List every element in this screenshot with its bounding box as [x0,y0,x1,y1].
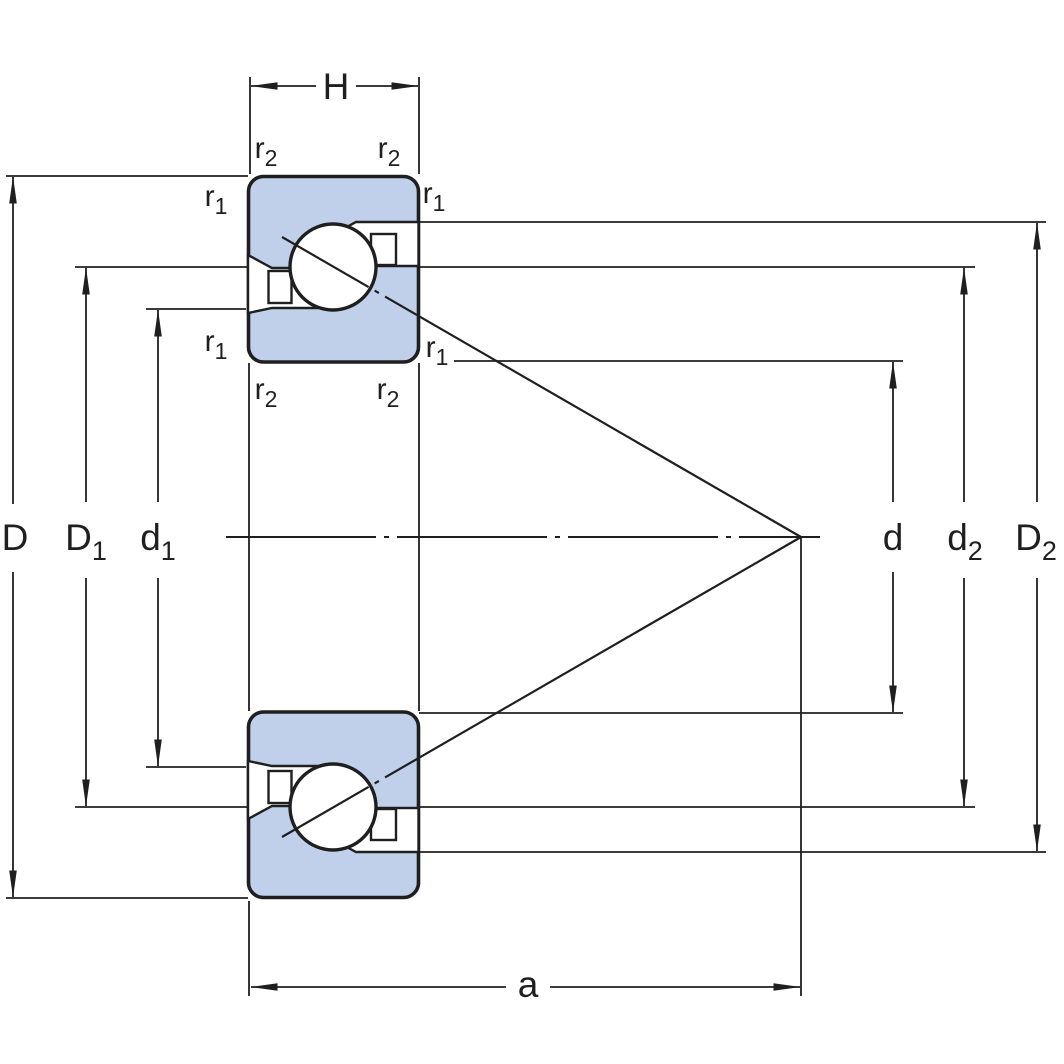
label-D1: D1 [65,517,107,566]
contact-angle-line-upper [281,236,802,538]
label-r1-ur-sub: 1 [433,190,446,216]
bearing-section-upper [246,174,421,364]
label-r2-tr-main: r [378,132,388,165]
label-r2-bottom-left: r2 [255,373,278,412]
label-d2-main: d [947,517,968,558]
label-D-text: D [2,517,29,558]
label-r1-ur-main: r [423,177,433,210]
label-d2-sub: 2 [968,536,983,566]
label-r2-top-left: r2 [255,132,278,171]
label-r1-ul-main: r [205,180,215,213]
label-D2: D2 [1015,517,1057,566]
label-a-text: a [518,964,539,1005]
label-r2-bottom-right: r2 [377,373,400,412]
label-r1-lower-right: r1 [426,331,449,370]
label-H: H [323,66,350,107]
cage-section-upper-left [267,269,293,305]
label-D: D [2,517,29,558]
dimension-labels: H D D1 d1 d d2 D2 a r1 r1 r1 r1 r2 r2 r2… [2,66,1057,1005]
bearing-section-lower [246,710,421,900]
label-r2-br-sub: 2 [387,386,400,412]
label-r2-br-main: r [377,373,387,406]
label-r1-ll-sub: 1 [215,338,228,364]
label-a: a [518,964,539,1005]
label-D2-sub: 2 [1042,536,1057,566]
label-r1-lower-left: r1 [205,325,228,364]
label-r1-ul-sub: 1 [215,193,228,219]
label-d2: d2 [947,517,983,566]
label-d: d [883,517,904,558]
cage-section-lower-left [267,769,293,805]
label-D1-sub: 1 [92,536,107,566]
label-d-text: d [883,517,904,558]
label-r2-bl-main: r [255,373,265,406]
label-d1-main: d [140,517,161,558]
label-d1-sub: 1 [161,536,176,566]
contact-angle-line-lower [281,536,802,838]
label-r2-tr-sub: 2 [388,145,401,171]
label-r2-tl-main: r [255,132,265,165]
label-r1-upper-right: r1 [423,177,446,216]
label-r1-lr-main: r [426,331,436,364]
label-D2-main: D [1015,517,1042,558]
dimension-lines [9,82,1041,991]
label-r1-upper-left: r1 [205,180,228,219]
label-d1: d1 [140,517,176,566]
extension-lines [6,77,1046,996]
label-H-text: H [323,66,350,107]
label-D1-main: D [65,517,92,558]
label-r1-lr-sub: 1 [436,344,449,370]
label-r2-top-right: r2 [378,132,401,171]
label-r2-bl-sub: 2 [265,386,278,412]
label-r2-tl-sub: 2 [265,145,278,171]
label-r1-ll-main: r [205,325,215,358]
